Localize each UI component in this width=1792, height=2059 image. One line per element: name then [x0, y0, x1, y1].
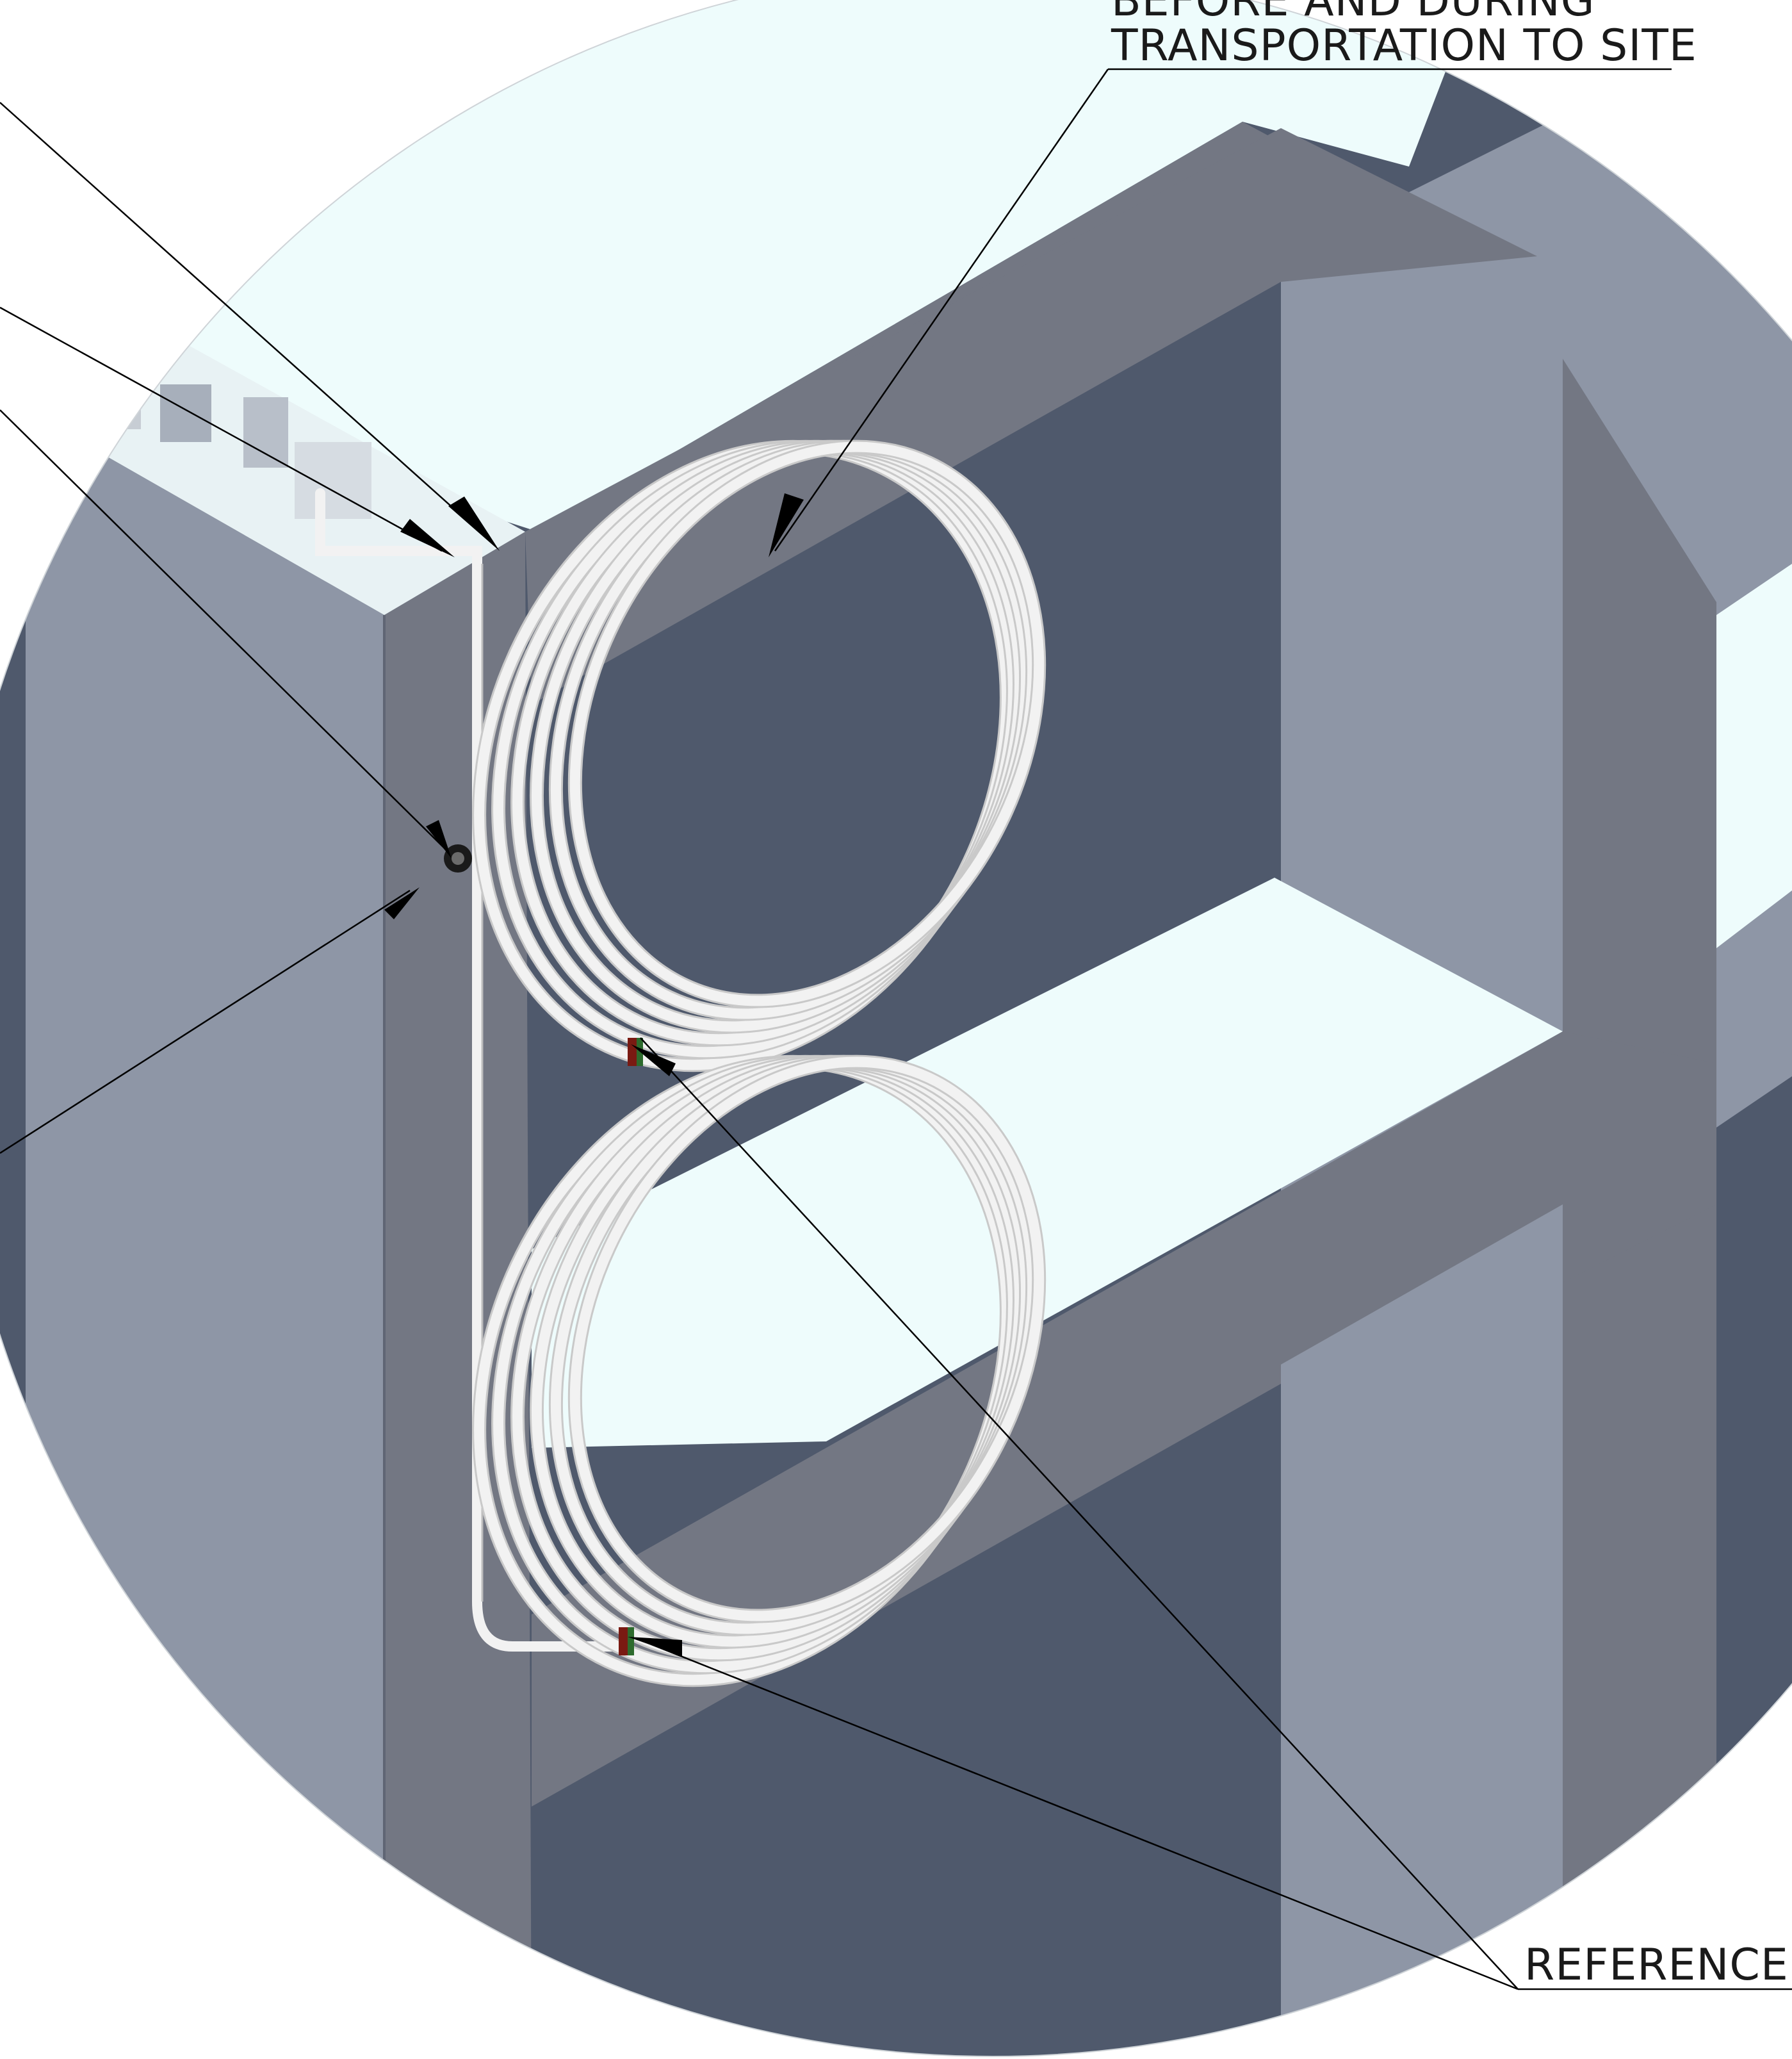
right-glazing [1716, 564, 1792, 948]
leader-bottom-diag-1 [640, 1037, 1519, 1990]
arrowhead-upper-end [631, 1044, 676, 1076]
lower-cable-end-marker [619, 1627, 628, 1655]
right-lower-dark [1716, 1076, 1792, 2056]
arrowheads [384, 493, 804, 1656]
arrowhead-lower-end [628, 1637, 682, 1656]
profile-slot-1 [96, 397, 141, 429]
upper-coil [472, 439, 1047, 1072]
left-mullion-top [26, 333, 525, 615]
left-mullion-front [26, 410, 384, 2056]
leader-lower-left [0, 889, 411, 1154]
arrowhead-top-left-1 [448, 496, 500, 551]
leader-top-left-1 [0, 102, 487, 539]
leader-top-left-2 [0, 306, 443, 552]
arrowhead-top-coil [769, 493, 804, 557]
grommet-ring [452, 852, 464, 865]
upper-cable-end-marker [628, 1038, 637, 1066]
upper-cable-end-marker-green [637, 1038, 643, 1066]
callout-top-line2: TRANSPORTATION TO SITE [1111, 21, 1697, 71]
arrowhead-grommet [426, 820, 452, 858]
leader-bottom-diag-2 [640, 1639, 1519, 1990]
profile-slot-3 [243, 397, 288, 468]
lower-cavity [532, 1384, 1281, 2056]
profile-slot-4 [295, 442, 371, 519]
callout-top-line1: BEFORE AND DURING [1111, 0, 1595, 26]
arrowhead-top-left-2 [400, 519, 455, 557]
sill-glazing [532, 878, 1563, 1448]
lower-right-column [1281, 1204, 1563, 2056]
lower-coil [472, 1054, 1047, 1687]
profile-slot-2 [160, 384, 211, 442]
leader-mid-left [0, 409, 449, 853]
upper-transom [525, 128, 1537, 705]
leader-top-diag [774, 69, 1109, 552]
arrowhead-cable [384, 887, 419, 919]
callout-bottom: REFERENCE T [1524, 1940, 1792, 1990]
lower-cable-end-marker-green [628, 1627, 634, 1655]
leader-lines [0, 68, 1792, 1990]
